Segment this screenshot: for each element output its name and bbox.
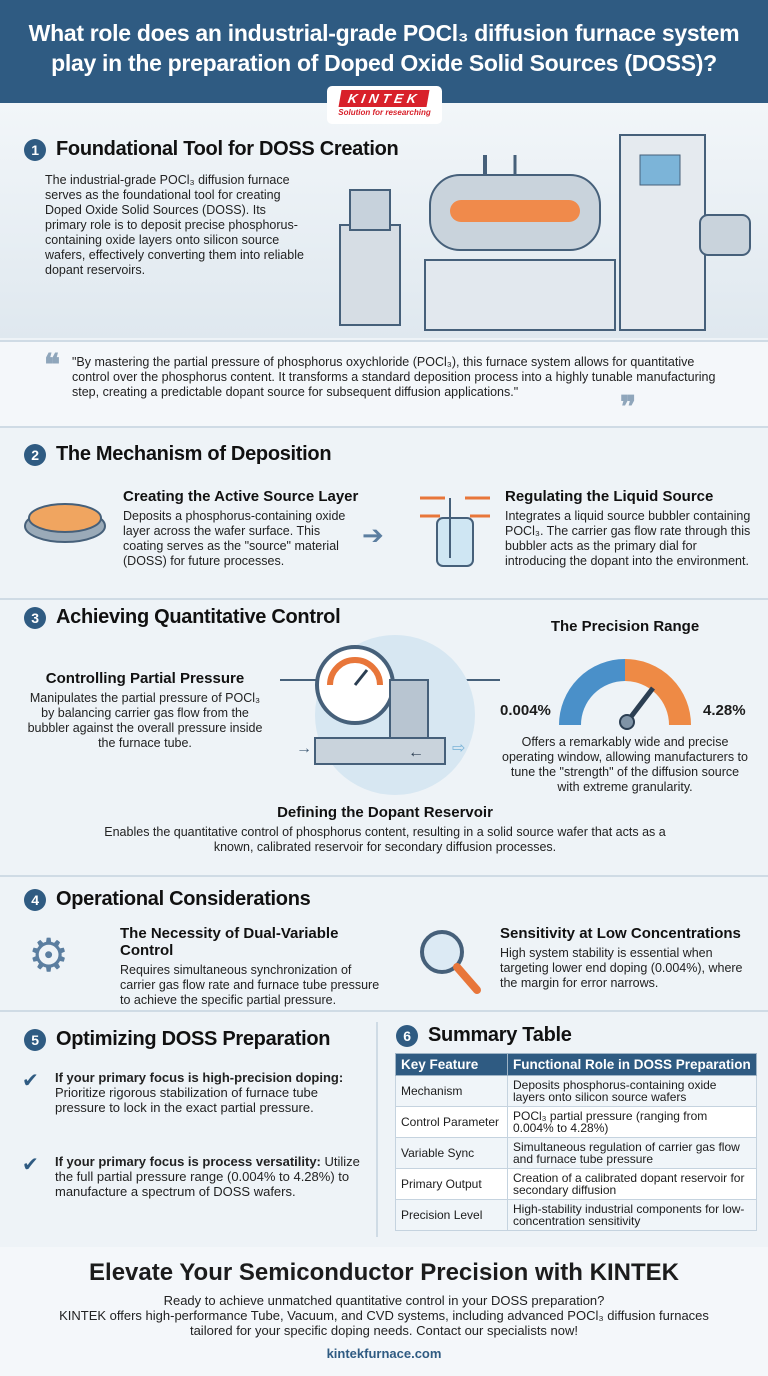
logo-mark: KINTEK <box>338 90 431 107</box>
item-lead: If your primary focus is process versati… <box>55 1154 321 1169</box>
svg-text:←: ← <box>408 744 424 761</box>
table-cell: High-stability industrial components for… <box>507 1199 757 1231</box>
arrow-right-icon: ➔ <box>362 520 384 550</box>
item-body: Prioritize rigorous stabilization of fur… <box>55 1085 319 1115</box>
gears-icon: ⚙ <box>28 929 70 981</box>
table-cell: Control Parameter <box>395 1106 508 1138</box>
item-title: Creating the Active Source Layer <box>123 488 359 505</box>
section-title: Summary Table <box>428 1024 572 1046</box>
table-cell: Deposits phosphorus-containing oxide lay… <box>507 1075 757 1107</box>
precision-range-gauge <box>559 659 691 730</box>
section-number: 6 <box>396 1024 418 1047</box>
section5-item-1: If your primary focus is high-precision … <box>55 1070 370 1115</box>
gauge-max-label: 4.28% <box>703 702 746 719</box>
item-body: Deposits a phosphorus-containing oxide l… <box>123 509 346 568</box>
section-number: 1 <box>24 138 46 161</box>
item-body: High system stability is essential when … <box>500 946 743 990</box>
check-icon: ✔ <box>22 1154 39 1176</box>
open-quote-icon: ❝ <box>44 348 61 383</box>
section2-heading: 2 The Mechanism of Deposition <box>24 443 332 466</box>
table-cell: Mechanism <box>395 1075 508 1107</box>
column-header: Functional Role in DOSS Preparation <box>507 1053 757 1076</box>
table-cell: POCl₃ partial pressure (ranging from 0.0… <box>507 1106 757 1138</box>
item-body: Integrates a liquid source bubbler conta… <box>505 509 751 568</box>
section-title: The Mechanism of Deposition <box>56 443 332 465</box>
section5-item-2: If your primary focus is process versati… <box>55 1154 370 1199</box>
item-body: Enables the quantitative control of phos… <box>104 825 666 854</box>
header-banner <box>0 0 768 103</box>
item-title: Regulating the Liquid Source <box>505 488 714 505</box>
divider <box>0 598 768 600</box>
gauge-min-label: 0.004% <box>500 702 551 719</box>
check-icon: ✔ <box>22 1070 39 1092</box>
footer-link[interactable]: kintekfurnace.com <box>326 1346 442 1361</box>
quote-text: "By mastering the partial pressure of ph… <box>72 355 716 399</box>
outflow-arrow-icon: ⇨ <box>452 740 466 757</box>
table-cell: Primary Output <box>395 1168 508 1200</box>
table-cell: Simultaneous regulation of carrier gas f… <box>507 1137 757 1169</box>
section-title: Foundational Tool for DOSS Creation <box>56 138 399 160</box>
table-cell: Variable Sync <box>395 1137 508 1169</box>
item-body: Requires simultaneous synchronization of… <box>120 963 380 1007</box>
item-body: Manipulates the partial pressure of POCl… <box>27 691 263 750</box>
footer-cta: Elevate Your Semiconductor Precision wit… <box>0 1247 768 1376</box>
item-title: Controlling Partial Pressure <box>45 670 245 687</box>
item-title: Sensitivity at Low Concentrations <box>500 925 741 942</box>
section-number: 3 <box>24 606 46 629</box>
item-body: Utilize the full partial pressure range … <box>55 1154 360 1199</box>
footer-title: Elevate Your Semiconductor Precision wit… <box>89 1259 679 1286</box>
section-number: 5 <box>24 1028 46 1051</box>
wafer-icon <box>24 503 106 543</box>
gauge-title: The Precision Range <box>550 618 700 635</box>
section4-heading: 4 Operational Considerations <box>24 888 311 911</box>
section3-heading: 3 Achieving Quantitative Control <box>24 606 341 629</box>
logo-tagline: Solution for researching <box>338 108 431 117</box>
item-lead: If your primary focus is high-precision … <box>55 1070 344 1085</box>
section5-heading: 5 Optimizing DOSS Preparation <box>24 1028 330 1051</box>
table-cell: Creation of a calibrated dopant reservoi… <box>507 1168 757 1200</box>
column-header: Key Feature <box>395 1053 508 1076</box>
pressure-gauge-illustration: ← <box>280 635 500 795</box>
furnace-illustration <box>339 134 751 331</box>
close-quote-icon: ❞ <box>620 390 637 425</box>
inflow-arrow-icon: → <box>296 740 312 757</box>
section-number: 4 <box>24 888 46 911</box>
item-title: Defining the Dopant Reservoir <box>277 804 493 821</box>
footer-line2: KINTEK offers high-performance Tube, Vac… <box>59 1308 709 1338</box>
section6-heading: 6 Summary Table <box>396 1024 572 1047</box>
section1-heading: 1 Foundational Tool for DOSS Creation <box>24 138 399 161</box>
section1-body: The industrial-grade POCl₃ diffusion fur… <box>45 173 304 277</box>
table-cell: Precision Level <box>395 1199 508 1231</box>
section-title: Achieving Quantitative Control <box>56 606 341 628</box>
page-title: What role does an industrial-grade POCl₃… <box>28 20 740 76</box>
bubbler-icon <box>420 496 490 567</box>
section-title: Optimizing DOSS Preparation <box>56 1028 331 1050</box>
divider <box>0 875 768 877</box>
magnifier-icon <box>420 930 481 994</box>
column-divider <box>376 1022 378 1237</box>
gauge-body: Offers a remarkably wide and precise ope… <box>502 735 748 794</box>
quote-band <box>0 340 768 428</box>
divider <box>0 1010 768 1012</box>
item-title: The Necessity of Dual-Variable Control <box>120 925 339 959</box>
section-number: 2 <box>24 443 46 466</box>
section-title: Operational Considerations <box>56 888 311 910</box>
footer-line1: Ready to achieve unmatched quantitative … <box>163 1293 605 1308</box>
